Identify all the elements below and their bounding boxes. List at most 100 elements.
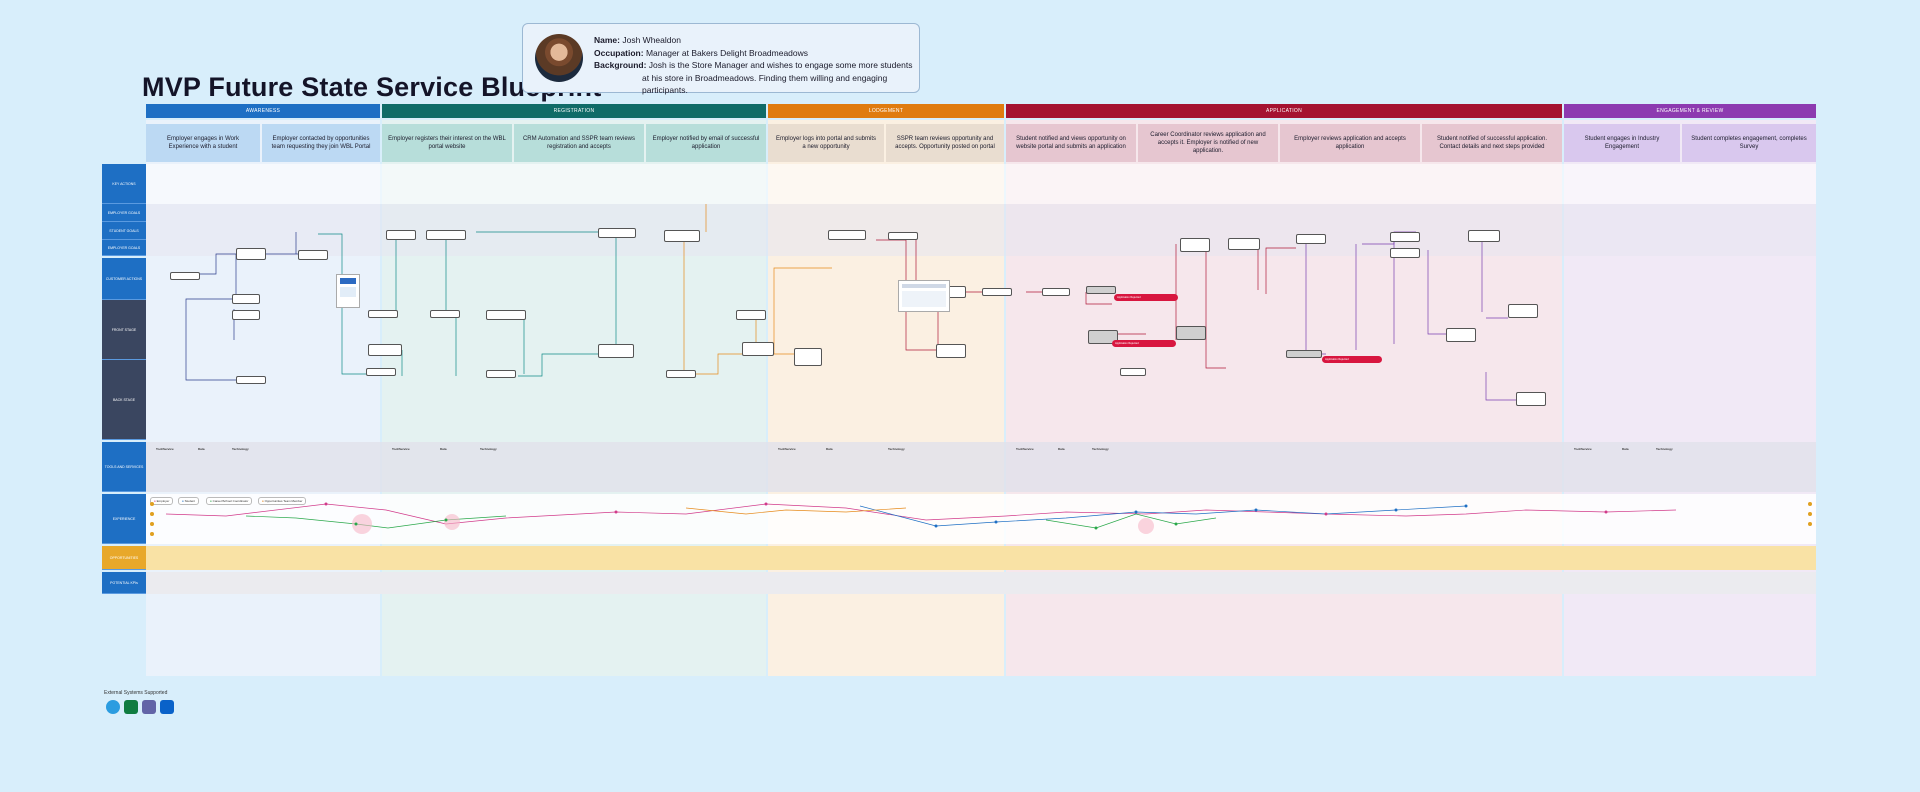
tool-label: Data: [198, 447, 205, 451]
persona-occupation: Manager at Bakers Delight Broadmeadows: [645, 47, 809, 58]
row-label-customer-actions: CUSTOMER ACTIONS: [102, 258, 146, 300]
band-tools: [146, 442, 1816, 492]
flow-node: [1516, 392, 1546, 406]
tool-label: Technology: [480, 447, 497, 451]
flow-node: [1088, 330, 1118, 344]
legend-opportunities-team: ● Opportunities Team Member: [258, 497, 307, 505]
stage-card: Employer registers their interest on the…: [382, 124, 512, 162]
row-label-tools: TOOLS AND SERVICES: [102, 442, 146, 492]
persona-name: Josh Whealdon: [622, 35, 681, 45]
row-label-employer-goals-2: EMPLOYER GOALS: [102, 240, 146, 256]
phase-header-awareness: AWARENESS: [146, 104, 380, 118]
stage-card: Employer logs into portal and submits a …: [768, 124, 884, 162]
tool-label: Data: [440, 447, 447, 451]
band-goals: [146, 204, 1816, 256]
row-label-key-actions: KEY ACTIONS: [102, 164, 146, 204]
stage-card: Student notified and views opportunity o…: [1006, 124, 1136, 162]
excel-logo-icon: [124, 700, 138, 714]
flow-node: [232, 310, 260, 320]
flow-node: [236, 376, 266, 384]
row-label-student-goals: STUDENT GOALS: [102, 222, 146, 240]
tool-label: Tool/Service: [1574, 447, 1592, 451]
flow-node: [936, 344, 966, 358]
tool-label: Tool/Service: [156, 447, 174, 451]
flow-node: [1180, 238, 1210, 252]
flow-node: [598, 228, 636, 238]
flow-node: [486, 370, 516, 378]
flow-node: [368, 310, 398, 318]
legend-employer: ● Employer: [150, 497, 174, 505]
row-label-experience: EXPERIENCE: [102, 494, 146, 544]
flow-node: [1042, 288, 1070, 296]
stage-card: SSPR team reviews opportunity and accept…: [886, 124, 1004, 162]
row-label-kpis: POTENTIAL KPIs: [102, 572, 146, 594]
flow-node: [742, 342, 774, 356]
service-blueprint-board: AWARENESS REGISTRATION LODGEMENT APPLICA…: [102, 104, 1816, 676]
persona-details: Name: Josh Whealdon Occupation: Manager …: [594, 34, 914, 97]
teams-logo-icon: [142, 700, 156, 714]
tool-label: Tool/Service: [1016, 447, 1034, 451]
phase-header-registration: REGISTRATION: [382, 104, 766, 118]
flow-node: [1468, 230, 1500, 242]
rejection-pill: Application Rejected: [1114, 294, 1178, 301]
stage-card: Student notified of successful applicati…: [1422, 124, 1562, 162]
portal-screenshot-thumbnail: [336, 274, 360, 308]
flow-node: [1286, 350, 1322, 358]
portal-screenshot-thumbnail: [898, 280, 950, 312]
salesforce-logo-icon: [106, 700, 120, 714]
flow-node: [1390, 232, 1420, 242]
flow-node: [982, 288, 1012, 296]
flow-diagram: [150, 204, 1812, 536]
flow-node: [1508, 304, 1538, 318]
stage-card: Student engages in Industry Engagement: [1564, 124, 1680, 162]
rejection-pill: Application Rejected: [1322, 356, 1382, 363]
stage-card: CRM Automation and SSPR team reviews reg…: [514, 124, 644, 162]
persona-avatar: [535, 34, 583, 82]
stage-card: Student completes engagement, completes …: [1682, 124, 1816, 162]
flow-node: [1296, 234, 1326, 244]
persona-background-2: at his store in Broadmeadows. Finding th…: [642, 72, 888, 96]
stage-card: Employer contacted by opportunities team…: [262, 124, 380, 162]
flow-node: [298, 250, 328, 260]
band-key-actions: [146, 164, 1816, 204]
flow-node: [232, 294, 260, 304]
persona-name-label: Name:: [594, 35, 620, 45]
flow-node: [888, 232, 918, 240]
flow-node: [1120, 368, 1146, 376]
persona-card: Name: Josh Whealdon Occupation: Manager …: [522, 23, 920, 95]
stage-card: Employer reviews application and accepts…: [1280, 124, 1420, 162]
flow-node: [486, 310, 526, 320]
tool-label: Data: [1622, 447, 1629, 451]
tool-label: Technology: [1656, 447, 1673, 451]
flow-node: [666, 370, 696, 378]
row-label-employer-goals: EMPLOYER GOALS: [102, 204, 146, 222]
flow-node: [664, 230, 700, 242]
flow-node: [426, 230, 466, 240]
flow-node: [236, 248, 266, 260]
flow-node: [1086, 286, 1116, 294]
row-label-back-stage: BACK STAGE: [102, 360, 146, 440]
persona-background-label: Background:: [594, 60, 647, 70]
stage-card: Employer notified by email of successful…: [646, 124, 766, 162]
phase-header-engagement: ENGAGEMENT & REVIEW: [1564, 104, 1816, 118]
flow-node: [1228, 238, 1260, 250]
persona-occupation-label: Occupation:: [594, 47, 644, 58]
flow-node: [368, 344, 402, 356]
rejection-pill: Application Rejected: [1112, 340, 1176, 347]
tool-label: Tool/Service: [778, 447, 796, 451]
power-automate-logo-icon: [160, 700, 174, 714]
external-systems-label: External Systems Supported: [104, 690, 168, 696]
row-label-opportunities: OPPORTUNITIES: [102, 546, 146, 570]
tool-label: Technology: [888, 447, 905, 451]
flow-node: [430, 310, 460, 318]
flow-node: [1446, 328, 1476, 342]
band-opportunities: [146, 546, 1816, 570]
flow-node: [1390, 248, 1420, 258]
stage-card: Employer engages in Work Experience with…: [146, 124, 260, 162]
tool-label: Data: [1058, 447, 1065, 451]
tool-label: Tool/Service: [392, 447, 410, 451]
persona-background-1: Josh is the Store Manager and wishes to …: [648, 60, 913, 70]
flow-node: [366, 368, 396, 376]
tool-label: Data: [826, 447, 833, 451]
legend-coordinator: ● Career/School Coordinator: [206, 497, 253, 505]
